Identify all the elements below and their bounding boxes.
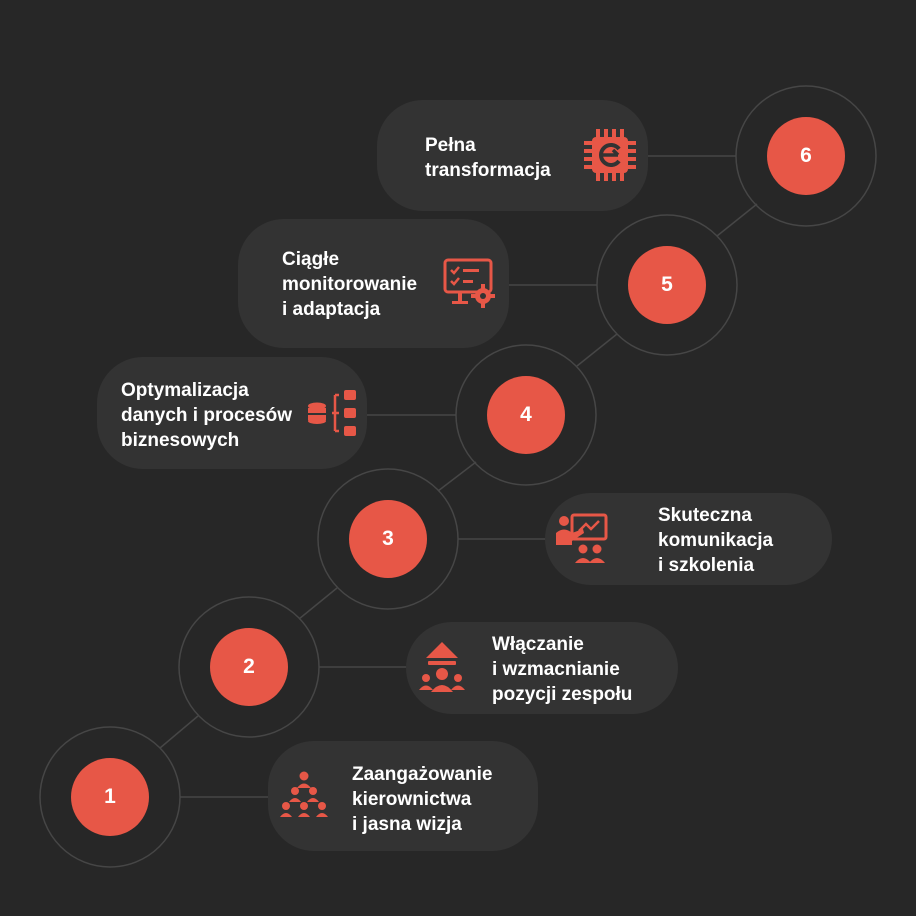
database-process-icon xyxy=(305,385,361,441)
step-3-number-badge: 3 xyxy=(349,500,427,578)
step-4-label: Optymalizacja danych i procesów biznesow… xyxy=(121,380,293,451)
chip-transformation-icon xyxy=(582,127,638,183)
presentation-training-icon xyxy=(555,511,611,567)
link-3-4 xyxy=(437,461,477,492)
step-5-card: Ciągłe monitorowanie i adaptacja xyxy=(238,219,509,348)
step-1-card: Zaangażowanie kierownictwa i jasna wizja xyxy=(268,741,538,851)
step-6-card: Pełna transformacja xyxy=(377,100,648,211)
link-4-5 xyxy=(576,333,618,367)
step-6-number-badge: 6 xyxy=(767,117,845,195)
step-6-label: Pełna transformacja xyxy=(425,135,551,181)
hierarchy-people-icon xyxy=(276,768,332,824)
step-4-number-badge: 4 xyxy=(487,376,565,454)
link-1-2 xyxy=(159,715,199,749)
step-3-label: Skuteczna komunikacja i szkolenia xyxy=(658,505,774,576)
step-2-card: Włączanie i wzmacnianie pozycji zespołu xyxy=(406,622,678,714)
step-2-number-badge: 2 xyxy=(210,628,288,706)
team-growth-icon xyxy=(414,640,470,696)
link-2-3 xyxy=(298,587,338,620)
step-1-label: Zaangażowanie kierownictwa i jasna wizja xyxy=(352,764,493,835)
step-5-label: Ciągłe monitorowanie i adaptacja xyxy=(282,249,418,320)
step-4-card: Optymalizacja danych i procesów biznesow… xyxy=(97,357,367,469)
step-2-label: Włączanie i wzmacnianie pozycji zespołu xyxy=(492,634,633,705)
step-3-card: Skuteczna komunikacja i szkolenia xyxy=(545,493,832,585)
step-5-number-badge: 5 xyxy=(628,246,706,324)
step-1-number-badge: 1 xyxy=(71,758,149,836)
monitor-settings-icon xyxy=(442,256,498,312)
link-5-6 xyxy=(716,203,758,237)
